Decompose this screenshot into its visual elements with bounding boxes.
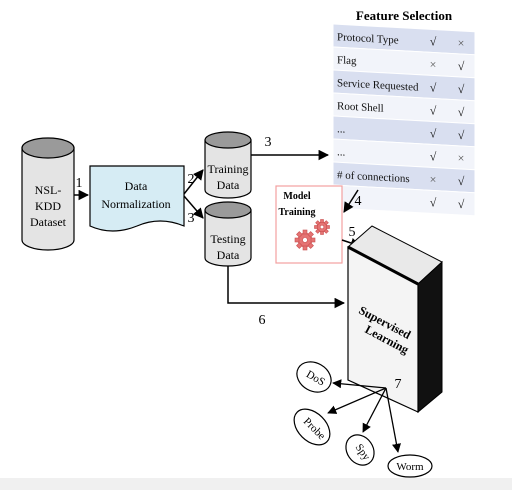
testing-cylinder: Testing Data	[204, 201, 252, 267]
training-cylinder: Training Data	[204, 131, 252, 199]
feature-name: Protocol Type	[337, 31, 399, 46]
dataset-label-2: KDD	[35, 199, 61, 213]
normalization-label-1: Data	[125, 179, 148, 193]
feature-selection-title: Feature Selection	[356, 8, 453, 23]
gear-icon	[294, 229, 316, 251]
feature-check-1: √	[430, 34, 437, 48]
training-label-2: Data	[217, 178, 240, 192]
model-training-label-2: Training	[278, 207, 315, 218]
feature-check-2: ×	[458, 36, 465, 50]
feature-name: Service Requested	[337, 77, 419, 94]
feature-check-2: ×	[458, 151, 465, 165]
feature-check-2: √	[458, 174, 465, 188]
step-7-label: 7	[395, 377, 402, 392]
feature-check-1: √	[430, 80, 437, 94]
training-label-1: Training	[208, 162, 249, 176]
step-2-label: 2	[188, 172, 195, 187]
feature-row: Protocol Type √ ×	[332, 23, 476, 56]
step-3b-label: 3	[265, 135, 272, 150]
feature-row: Flag × √	[332, 46, 476, 79]
step-1-label: 1	[76, 176, 83, 191]
feature-check-1: √	[430, 126, 437, 140]
feature-check-1: ×	[430, 172, 437, 186]
feature-name: Flag	[337, 54, 357, 67]
feature-selection-table: Protocol Type√×Flag×√Service Requested√√…	[332, 23, 476, 217]
testing-label-1: Testing	[210, 232, 245, 246]
feature-check-1: ×	[430, 57, 437, 71]
model-training-label-1: Model	[283, 191, 310, 202]
feature-check-2: √	[458, 59, 465, 73]
supervised-learning-box: Supervised Learning	[347, 225, 443, 414]
output-worm: Worm	[387, 454, 433, 478]
arrow-6	[227, 266, 346, 309]
output-probe: Probe	[293, 408, 331, 446]
feature-check-1: √	[430, 149, 437, 163]
feature-check-2: √	[458, 82, 465, 96]
output-dos: DoS	[296, 361, 332, 393]
feature-check-1: √	[430, 195, 437, 209]
feature-row: √√	[332, 184, 476, 217]
arrow-4	[343, 189, 359, 213]
dataset-label-3: Dataset	[30, 215, 67, 229]
output-worm-label: Worm	[396, 461, 424, 473]
dataset-label-1: NSL-	[35, 183, 62, 197]
feature-name: Root Shell	[337, 100, 384, 115]
feature-row: # of connections × √	[332, 161, 476, 194]
step-5-label: 5	[349, 225, 356, 240]
feature-check-2: √	[458, 128, 465, 142]
normalization-box: Data Normalization	[89, 165, 185, 232]
feature-check-2: √	[458, 197, 465, 211]
normalization-label-2: Normalization	[101, 197, 170, 211]
dataset-cylinder: NSL- KDD Dataset	[21, 137, 75, 251]
feature-name: # of connections	[337, 169, 410, 185]
bottom-strip	[0, 478, 512, 490]
step-6-label: 6	[259, 313, 266, 328]
step-3a-label: 3	[188, 211, 195, 226]
feature-check-1: √	[430, 103, 437, 117]
model-training-box: Model Training	[275, 185, 343, 264]
step-4-label: 4	[355, 194, 362, 209]
feature-check-2: √	[458, 105, 465, 119]
outputs-fan	[327, 379, 401, 453]
arrow-2	[183, 169, 204, 195]
testing-label-2: Data	[217, 248, 240, 262]
gear-small-icon	[314, 219, 330, 235]
output-spy: Spy	[345, 434, 375, 466]
feature-name: ...	[337, 123, 345, 135]
feature-name: ...	[337, 146, 345, 158]
arrow-3a	[183, 195, 204, 219]
feature-row: ... √ √	[332, 115, 476, 148]
